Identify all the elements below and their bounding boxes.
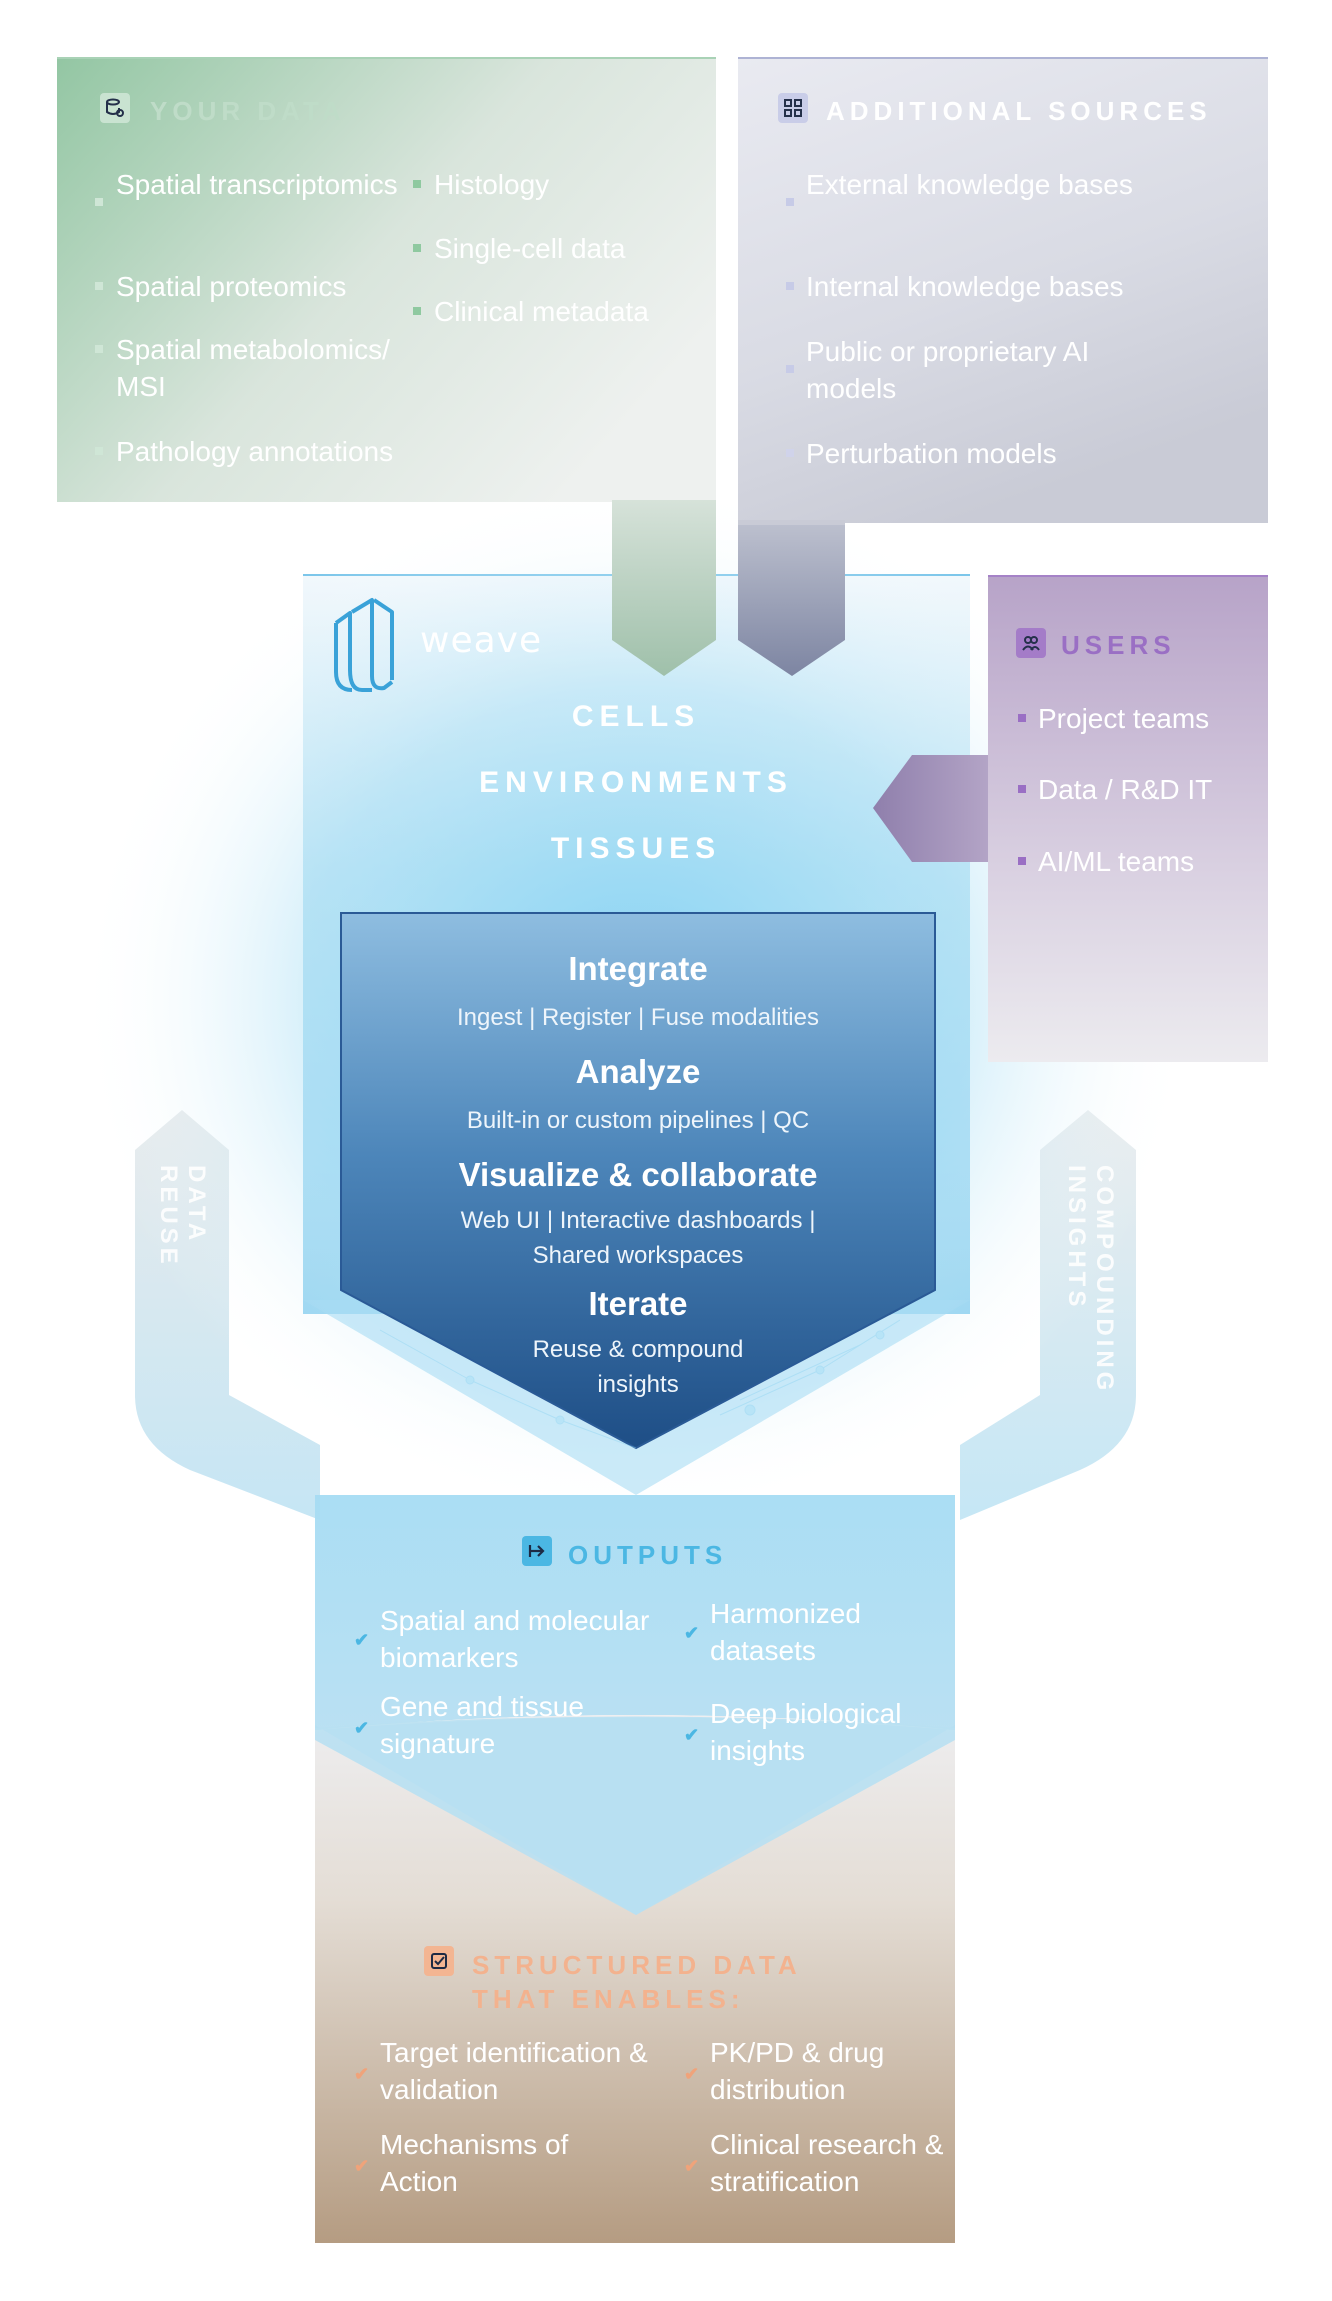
additional-sources-item: Perturbation models bbox=[806, 438, 1057, 469]
users-item: Project teams bbox=[1038, 703, 1210, 734]
outputs-item: Harmonized datasets bbox=[710, 1598, 861, 1666]
core-label-tissues: TISSUES bbox=[550, 832, 722, 865]
outputs-item: Gene and tissue signature bbox=[380, 1691, 584, 1759]
stage-title: Iterate bbox=[588, 1285, 688, 1322]
users-item: AI/ML teams bbox=[1038, 846, 1195, 877]
stage-subtitle: Ingest | Register | Fuse modalities bbox=[457, 1004, 819, 1031]
your-data-title: YOUR DATA bbox=[150, 96, 346, 126]
core-label-environments: ENVIRONMENTS bbox=[479, 766, 793, 799]
arrow-right-icon bbox=[522, 1536, 552, 1566]
enables-item: Target identification & validation bbox=[380, 2037, 648, 2105]
outputs-item: Spatial and molecular biomarkers bbox=[380, 1605, 650, 1673]
check-icon: ✔ bbox=[354, 1630, 370, 1650]
additional-sources-item: External knowledge bases bbox=[806, 169, 1133, 200]
network-nodes-icon bbox=[778, 93, 808, 123]
checkbox-icon bbox=[424, 1946, 454, 1976]
users-item: Data / R&D IT bbox=[1038, 774, 1213, 805]
users-title: USERS bbox=[1061, 630, 1176, 660]
your-data-item: Spatial transcriptomics bbox=[116, 169, 398, 200]
additional-sources-item: Public or proprietary AI models bbox=[806, 336, 1090, 404]
your-data-item: Pathology annotations bbox=[116, 436, 394, 467]
your-data-item: Single-cell data bbox=[434, 233, 626, 264]
stage-title: Analyze bbox=[575, 1053, 701, 1090]
additional-sources-item: Internal knowledge bases bbox=[806, 271, 1124, 302]
stage-subtitle: Reuse & compound insights bbox=[532, 1336, 744, 1398]
enables-title: STRUCTURED DATA THAT ENABLES: bbox=[472, 1950, 801, 2014]
check-icon: ✔ bbox=[354, 2064, 370, 2084]
enables-item: Clinical research & stratification bbox=[710, 2129, 944, 2197]
stage-title: Visualize & collaborate bbox=[458, 1156, 818, 1193]
weave-logo-text: weave bbox=[420, 620, 543, 661]
your-data-item: Spatial metabolomics/ MSI bbox=[116, 334, 390, 402]
stage-subtitle: Web UI | Interactive dashboards | Shared… bbox=[460, 1207, 816, 1269]
your-data-item: Clinical metadata bbox=[434, 296, 649, 327]
your-data-item: Histology bbox=[434, 169, 550, 200]
compounding-insights-label: COMPOUNDING INSIGHTS bbox=[1063, 1165, 1118, 1395]
additional-sources-title: ADDITIONAL SOURCES bbox=[826, 96, 1212, 126]
users-icon bbox=[1016, 628, 1046, 658]
enables-item: Mechanisms of Action bbox=[380, 2129, 569, 2197]
core-label-cells: CELLS bbox=[571, 700, 701, 733]
outputs-title: OUTPUTS bbox=[568, 1540, 728, 1570]
check-icon: ✔ bbox=[354, 1718, 370, 1738]
data-reuse-label: DATA REUSE bbox=[155, 1165, 210, 1268]
check-icon: ✔ bbox=[684, 1623, 700, 1643]
enables-item: PK/PD & drug distribution bbox=[710, 2037, 885, 2105]
outputs-item: Deep biological insights bbox=[710, 1698, 902, 1766]
stage-subtitle: Built-in or custom pipelines | QC bbox=[466, 1107, 810, 1134]
database-gear-icon bbox=[100, 93, 130, 123]
check-icon: ✔ bbox=[684, 2064, 700, 2084]
check-icon: ✔ bbox=[354, 2156, 370, 2176]
stage-title: Integrate bbox=[568, 950, 708, 987]
check-icon: ✔ bbox=[684, 2156, 700, 2176]
weave-logo-mark bbox=[334, 598, 394, 692]
check-icon: ✔ bbox=[684, 1725, 700, 1745]
your-data-item: Spatial proteomics bbox=[116, 271, 347, 302]
